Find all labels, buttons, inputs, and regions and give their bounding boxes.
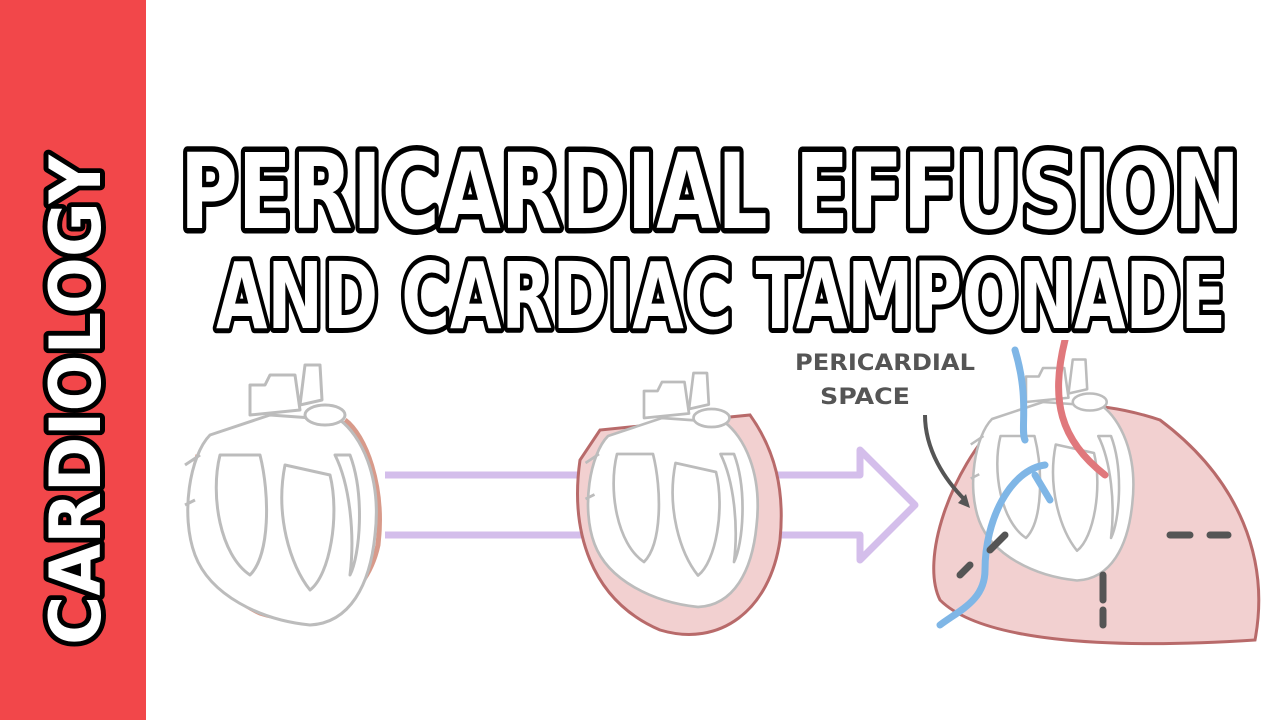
annotation-pointer xyxy=(923,414,967,502)
category-label: CARDIOLOGY xyxy=(30,149,122,650)
title-line-1: PERICARDIAL EFFUSION xyxy=(180,131,1240,253)
normal-heart xyxy=(183,363,382,627)
page-title: PERICARDIAL EFFUSION AND CARDIAC TAMPONA… xyxy=(175,126,1246,351)
vein xyxy=(936,346,1049,629)
category-sidebar xyxy=(0,0,146,720)
cardiac-tamponade-heart: PERICARDIAL SPACE xyxy=(795,340,1261,646)
annotation-label-2: SPACE xyxy=(820,385,910,410)
heart-diagram: PERICARDIAL SPACE xyxy=(183,340,1261,646)
category-text: CARDIOLOGY xyxy=(35,154,117,645)
title-line-2: AND CARDIAC TAMPONADE xyxy=(216,243,1226,350)
vein xyxy=(1031,471,1054,504)
annotation-label-1: PERICARDIAL xyxy=(795,351,975,376)
progression-arrow xyxy=(385,446,919,564)
pressure-arrows xyxy=(956,531,1232,629)
artery xyxy=(1055,340,1109,479)
pericardial-effusion-heart xyxy=(576,371,783,636)
